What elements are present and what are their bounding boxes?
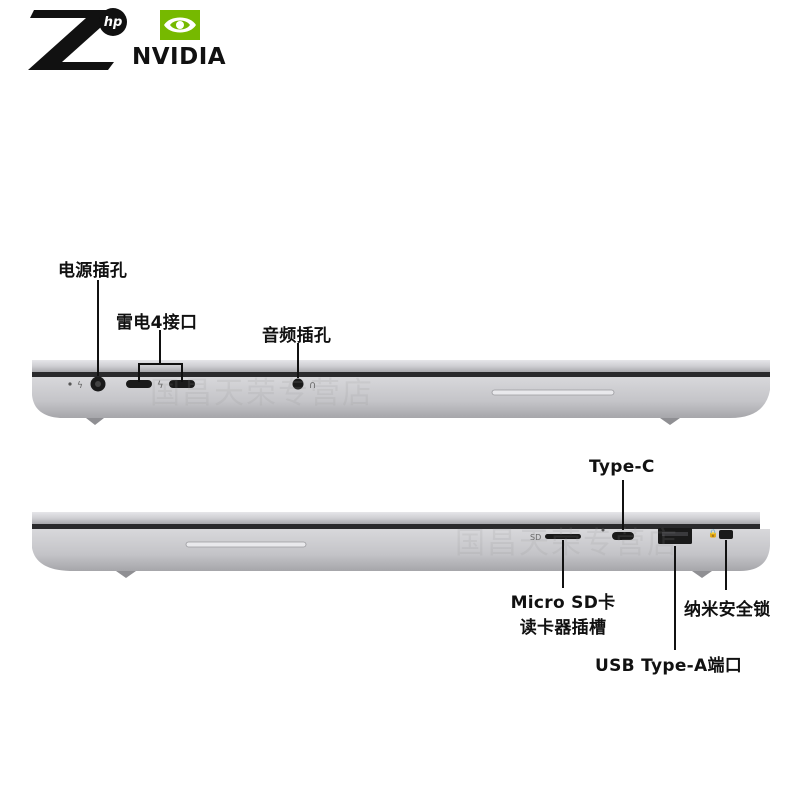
base-chassis — [32, 529, 770, 571]
lid-edge — [32, 360, 770, 372]
power-led — [68, 382, 72, 386]
hinge-gap — [32, 372, 770, 377]
headset-icon: ∩ — [309, 380, 316, 391]
label-thunderbolt: 雷电4接口 — [116, 313, 198, 333]
foot — [692, 571, 712, 578]
callout-line-thunderbolt-bracket — [138, 363, 183, 382]
micro-sd-slot — [545, 534, 581, 539]
thunderbolt-icon: ϟ — [157, 380, 164, 391]
watermark-text: 国昌天荣专营店 — [150, 376, 374, 411]
nvidia-wordmark: NVIDIA — [132, 44, 227, 70]
thunderbolt-port-2 — [169, 380, 195, 388]
lid-edge — [32, 512, 760, 524]
label-nano-lock: 纳米安全锁 — [684, 600, 771, 620]
foot — [86, 418, 104, 425]
label-micro-sd-line2: 读卡器插槽 — [519, 618, 607, 638]
watermark-text: 国昌天荣专营店 — [455, 526, 679, 561]
nano-lock-slot — [719, 530, 733, 539]
foot — [116, 571, 136, 578]
label-audio-jack: 音频插孔 — [262, 326, 332, 346]
hp-logo-text: hp — [103, 14, 123, 30]
hp-logo-icon: hp — [99, 8, 127, 36]
label-micro-sd-line1: Micro SD卡 — [510, 593, 616, 613]
label-power-jack: 电源插孔 — [58, 261, 128, 281]
side-vent-bar — [185, 541, 307, 548]
base-chassis — [32, 377, 770, 418]
label-typec: Type-C — [589, 457, 655, 477]
thunderbolt-port-1 — [126, 380, 152, 388]
typec-port — [612, 532, 634, 540]
hinge-gap — [32, 524, 760, 529]
laptop-left-side-view: ϟ ϟ ∩ — [32, 360, 770, 425]
typec-led — [601, 528, 605, 532]
label-usb-a: USB Type-A端口 — [595, 656, 743, 676]
power-jack-pin — [95, 381, 101, 387]
sd-icon: SD — [530, 533, 541, 542]
z-logo — [28, 10, 120, 70]
nvidia-eye-icon — [160, 10, 200, 40]
lock-icon: 🔒 — [708, 529, 718, 538]
foot — [660, 418, 680, 425]
charge-bolt-icon: ϟ — [77, 381, 83, 391]
usb-a-tongue — [662, 532, 688, 536]
side-vent-bar — [491, 389, 615, 396]
label-micro-sd: Micro SD卡 读卡器插槽 — [500, 588, 626, 638]
audio-jack — [292, 378, 304, 390]
laptop-right-side-view: SD 🔒 — [32, 512, 770, 578]
